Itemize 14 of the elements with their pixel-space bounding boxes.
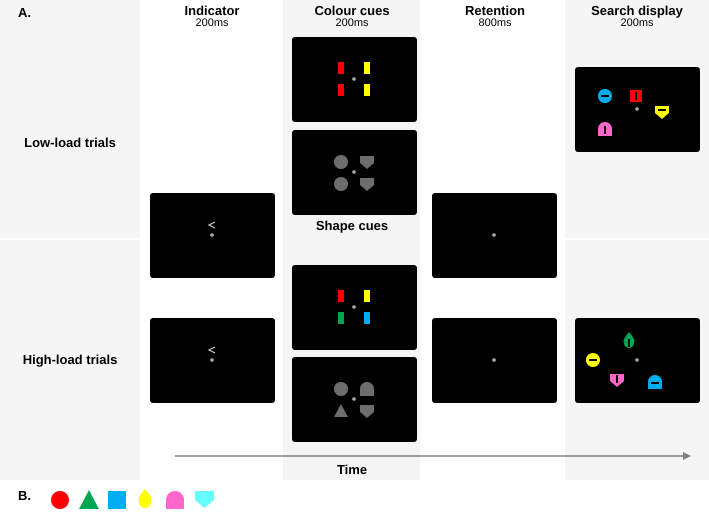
column-heading: Colour cues [314,3,390,18]
axis-label: Time [336,462,368,477]
duration-label: 200ms [620,17,654,29]
row-heading: High-load trials [22,352,118,367]
column-heading: Search display [591,3,683,18]
section-label: A. [18,5,31,20]
panel-caption: Shape cues [316,218,388,233]
row-heading: Low-load trials [24,135,116,150]
duration-label: 200ms [195,17,229,29]
duration-label: 800ms [478,17,512,29]
column-heading: Retention [465,3,525,18]
column-heading: Indicator [184,3,240,18]
section-label: B. [18,488,31,503]
duration-label: 200ms [335,17,369,29]
